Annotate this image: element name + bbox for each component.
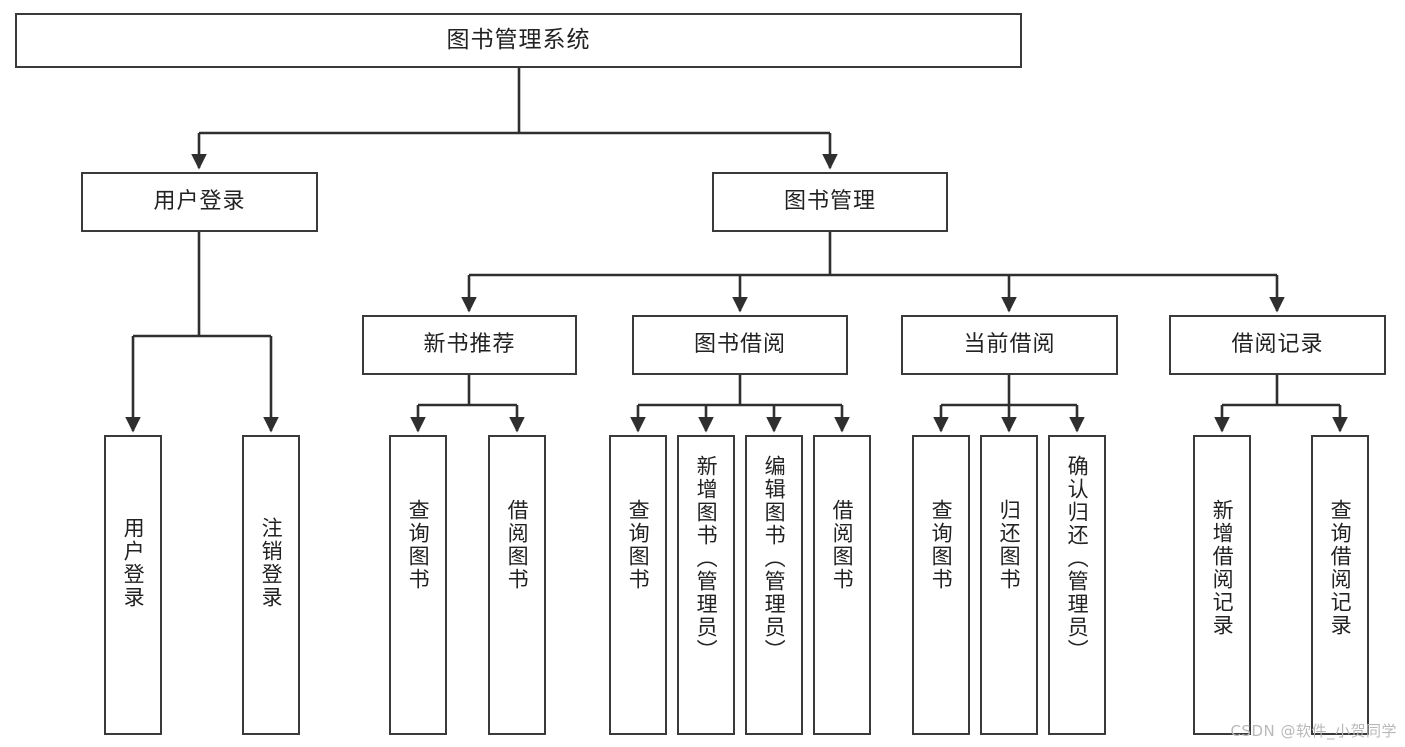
leaf-label: 新增图书（管理员） [694, 455, 719, 662]
node-label: 图书管理系统 [446, 26, 591, 53]
leaf-label: 注销登录 [259, 517, 284, 609]
leaf-record-add-record[interactable]: 新增借阅记录 [1193, 435, 1251, 735]
leaf-label: 编辑图书（管理员） [762, 455, 787, 662]
csdn-watermark: CSDN @软件_小贺同学 [1230, 722, 1397, 740]
leaf-label: 借阅图书 [830, 499, 855, 591]
leaf-user-login-login[interactable]: 用户登录 [104, 435, 162, 735]
node-label: 图书管理 [783, 188, 876, 214]
node-book-borrow[interactable]: 图书借阅 [632, 315, 848, 375]
leaf-user-login-logout[interactable]: 注销登录 [242, 435, 300, 735]
node-label: 图书借阅 [693, 331, 786, 357]
leaf-borrow-add-book-admin[interactable]: 新增图书（管理员） [677, 435, 735, 735]
leaf-borrow-edit-book-admin[interactable]: 编辑图书（管理员） [745, 435, 803, 735]
leaf-label: 确认归还（管理员） [1065, 455, 1090, 662]
leaf-current-confirm-return-admin[interactable]: 确认归还（管理员） [1048, 435, 1106, 735]
leaf-recommend-borrow-book[interactable]: 借阅图书 [488, 435, 546, 735]
leaf-label: 新增借阅记录 [1210, 499, 1235, 637]
leaf-label: 查询借阅记录 [1328, 499, 1353, 637]
node-label: 借阅记录 [1231, 331, 1324, 357]
leaf-current-query-book[interactable]: 查询图书 [912, 435, 970, 735]
leaf-label: 归还图书 [997, 499, 1022, 591]
leaf-label: 查询图书 [626, 499, 651, 591]
node-user-login[interactable]: 用户登录 [81, 172, 318, 232]
leaf-label: 用户登录 [121, 517, 146, 609]
leaf-recommend-query-book[interactable]: 查询图书 [389, 435, 447, 735]
leaf-label: 查询图书 [406, 499, 431, 591]
leaf-record-query-record[interactable]: 查询借阅记录 [1311, 435, 1369, 735]
node-label: 当前借阅 [963, 331, 1056, 357]
node-borrow-record[interactable]: 借阅记录 [1169, 315, 1386, 375]
node-current-borrow[interactable]: 当前借阅 [901, 315, 1118, 375]
leaf-current-return-book[interactable]: 归还图书 [980, 435, 1038, 735]
leaf-label: 查询图书 [929, 499, 954, 591]
node-label: 用户登录 [153, 188, 246, 214]
leaf-borrow-query-book[interactable]: 查询图书 [609, 435, 667, 735]
leaf-borrow-borrow-book[interactable]: 借阅图书 [813, 435, 871, 735]
node-book-management[interactable]: 图书管理 [712, 172, 948, 232]
leaf-label: 借阅图书 [505, 499, 530, 591]
node-root-book-management-system[interactable]: 图书管理系统 [15, 13, 1022, 68]
node-label: 新书推荐 [423, 331, 516, 357]
node-new-book-recommend[interactable]: 新书推荐 [362, 315, 577, 375]
